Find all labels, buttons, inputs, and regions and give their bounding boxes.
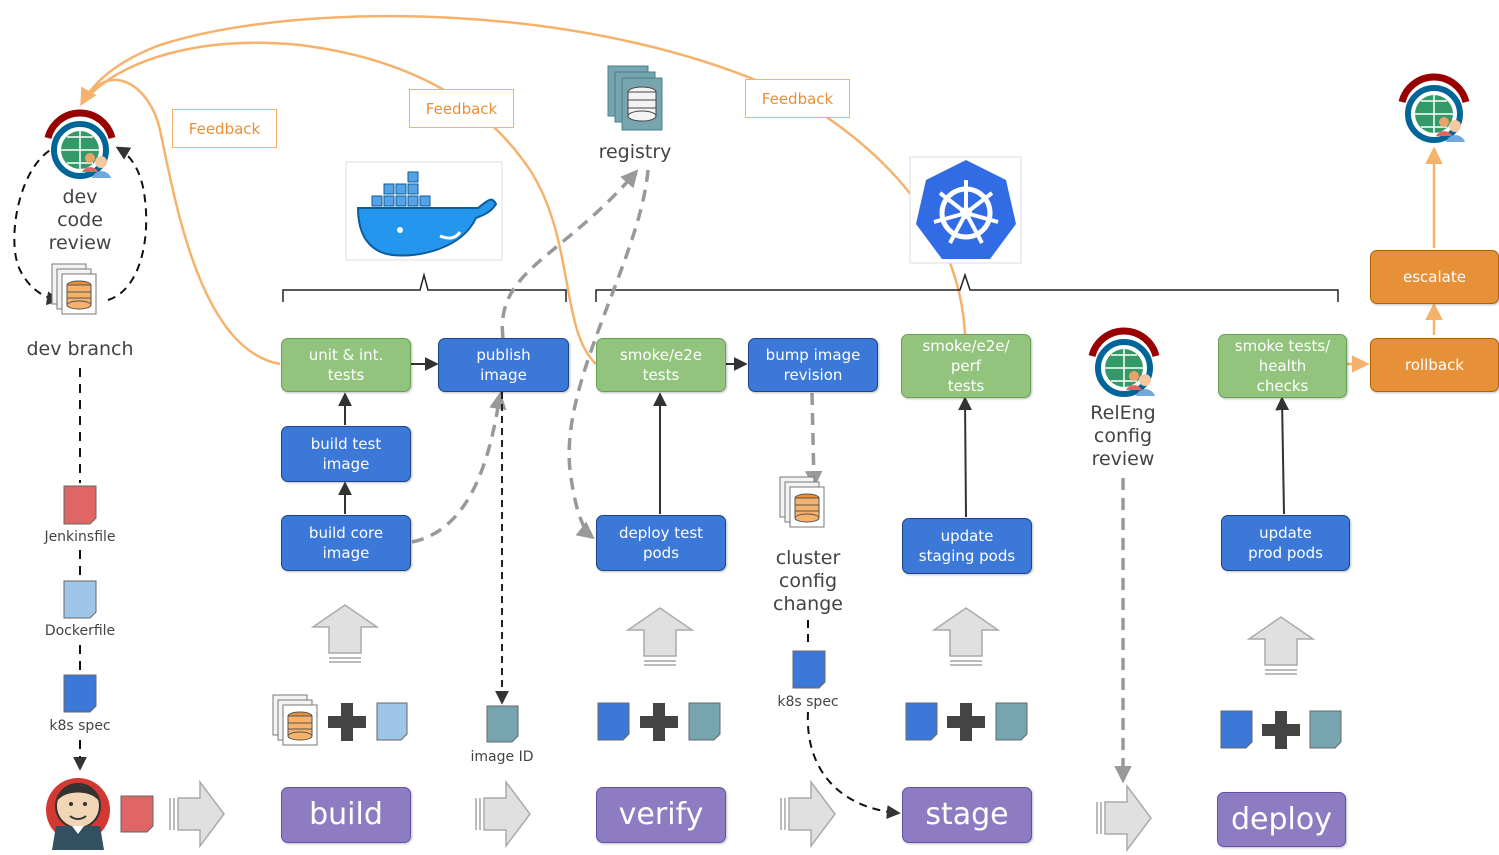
releng-review-label: RelEng config review: [1090, 402, 1156, 470]
wikimedia-escalate-icon: [1402, 77, 1466, 142]
up-arrow-icon: [627, 607, 693, 666]
stage-deploy: deploy: [1217, 792, 1346, 847]
review-loop-left: [13, 144, 63, 306]
publish-image-box: publish image: [438, 338, 569, 392]
right-arrow-icon: [780, 781, 836, 847]
escalate-box: escalate: [1370, 250, 1499, 304]
plus-icon: [947, 703, 985, 741]
up-arrow-icon: [933, 607, 999, 666]
deploy-test-pods-box: deploy test pods: [596, 515, 726, 571]
smoke-e2e-perf-tests-box: smoke/e2e/ perf tests: [901, 334, 1031, 398]
up-arrow-icon: [312, 604, 378, 663]
right-arrow-icon: [169, 781, 225, 847]
wikimedia-dev-icon: [48, 113, 112, 178]
registry-database-icon: [607, 65, 663, 131]
smoke-health-checks-box: smoke tests/ health checks: [1218, 334, 1347, 398]
feedback-label-2: Feedback: [409, 89, 514, 128]
cluster-config-database-icon: [779, 476, 825, 528]
build-test-image-box: build test image: [281, 426, 411, 482]
review-loop-right: [107, 146, 148, 301]
kubernetes-logo-icon: [909, 156, 1022, 264]
build-core-image-box: build core image: [281, 515, 411, 571]
k8s-spec-mid-label: k8s spec: [777, 694, 839, 710]
wikimedia-releng-icon: [1092, 331, 1156, 396]
plus-icon: [1262, 711, 1300, 749]
k8s-spec-left-label: k8s spec: [49, 718, 111, 734]
feedback-label-3: Feedback: [745, 79, 850, 118]
up-arrow-icon: [1248, 616, 1314, 675]
cluster-config-change-label: cluster config change: [773, 547, 843, 615]
stage-build: build: [281, 787, 411, 843]
dev-branch-label: dev branch: [26, 338, 134, 360]
bump-image-revision-box: bump image revision: [748, 338, 878, 392]
docker-logo-icon: [345, 161, 503, 261]
update-prod-pods-box: update prod pods: [1221, 515, 1350, 571]
registry-label: registry: [598, 141, 672, 163]
right-arrow-icon: [475, 781, 531, 847]
build-input-database-icon: [272, 694, 318, 746]
stage-stage: stage: [902, 787, 1032, 843]
stage-verify: verify: [596, 787, 726, 843]
plus-icon: [328, 703, 366, 741]
feedback-label-1: Feedback: [172, 109, 277, 148]
right-arrow-icon: [1096, 785, 1152, 851]
dev-code-review-label: dev code review: [48, 186, 112, 254]
unit-int-tests-box: unit & int. tests: [281, 338, 411, 392]
jenkinsfile-label: Jenkinsfile: [44, 529, 116, 545]
jenkins-logo-icon: [46, 778, 110, 850]
image-id-label: image ID: [470, 749, 534, 765]
rollback-box: rollback: [1370, 338, 1499, 392]
document-icon: [63, 485, 1342, 833]
update-staging-pods-box: update staging pods: [902, 518, 1032, 574]
dockerfile-label: Dockerfile: [44, 623, 116, 639]
smoke-e2e-tests-box: smoke/e2e tests: [596, 338, 726, 392]
dev-branch-database-icon: [51, 263, 97, 315]
plus-icon: [640, 703, 678, 741]
